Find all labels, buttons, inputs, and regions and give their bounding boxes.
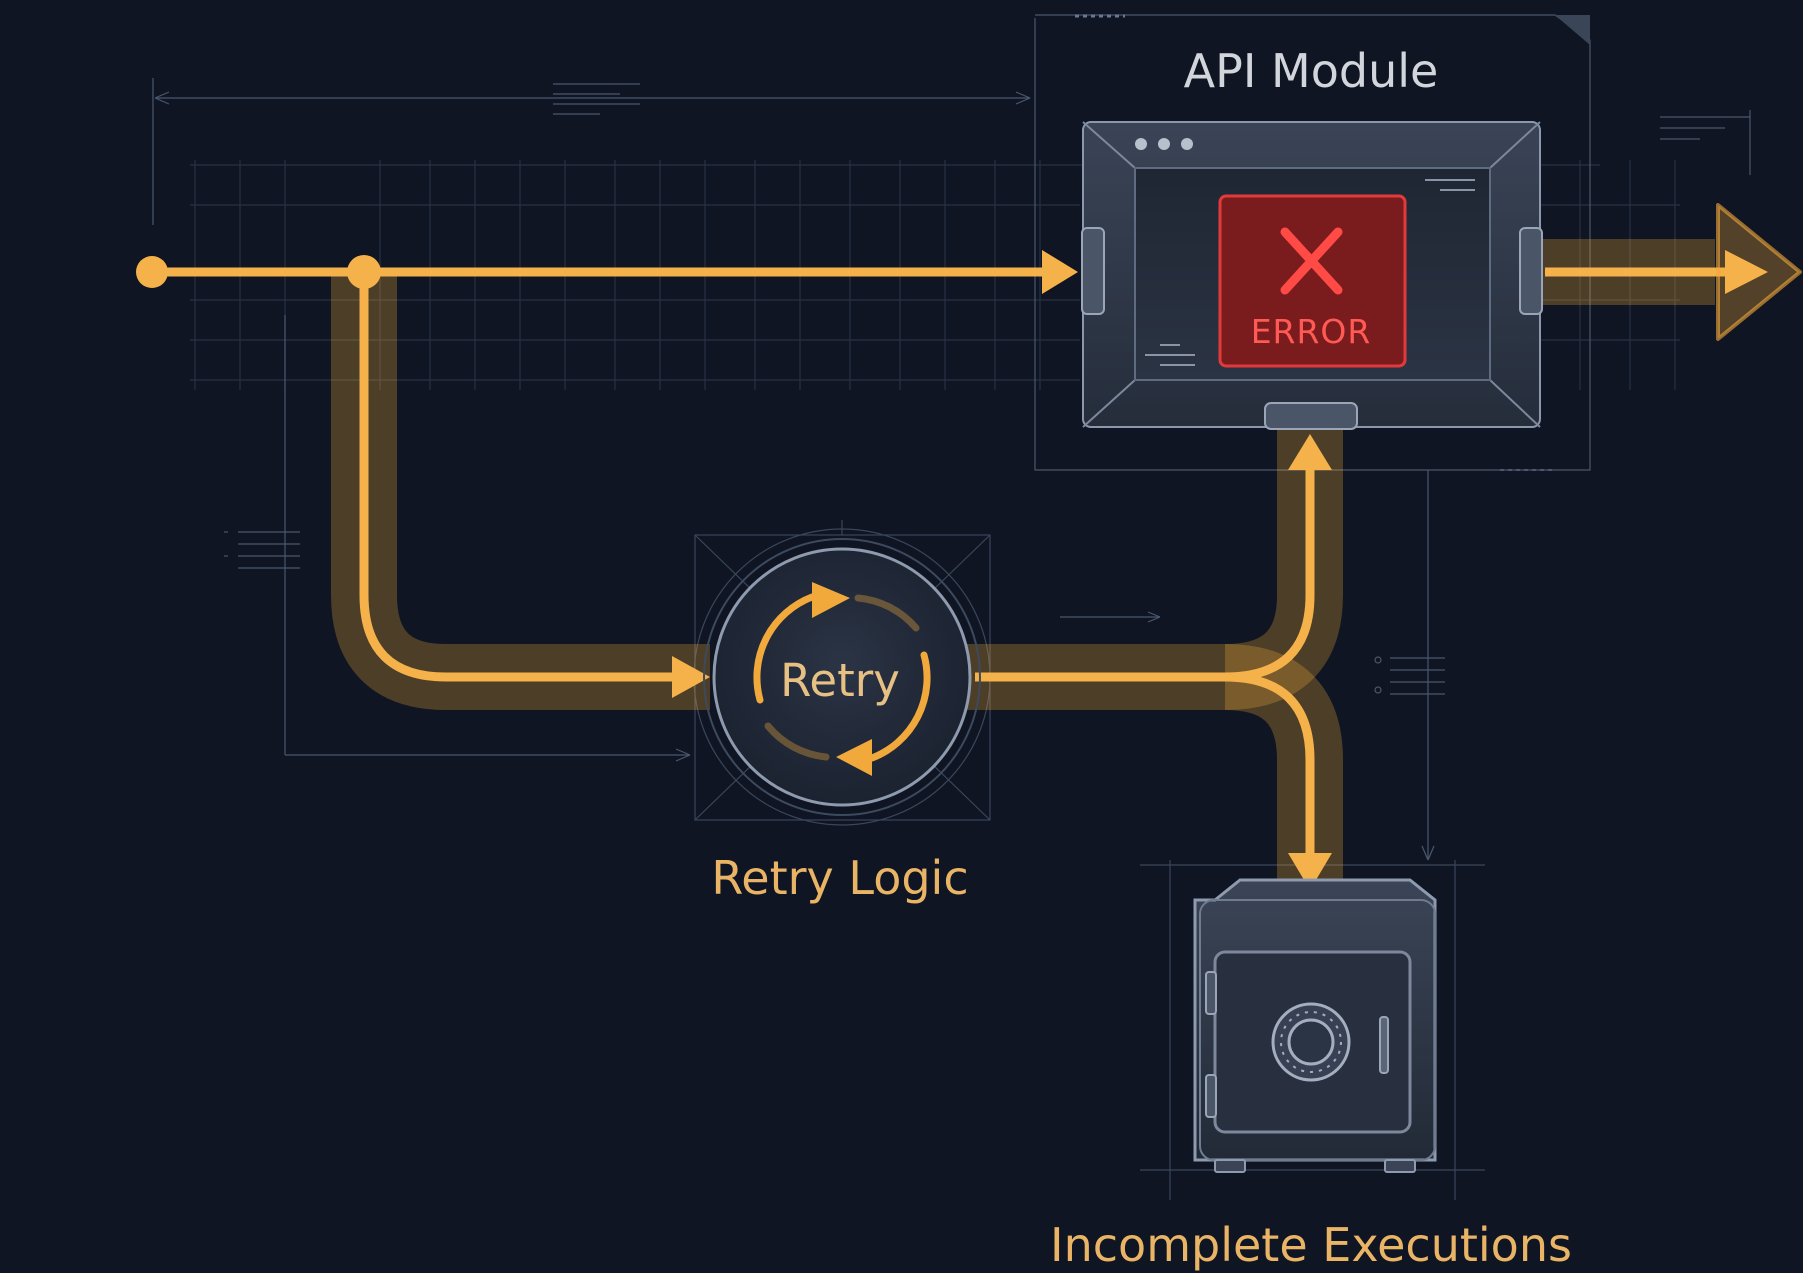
retry-cycle-icon	[753, 593, 931, 762]
retry-node	[703, 538, 981, 816]
window-dots-icon	[1135, 138, 1193, 150]
retry-logic-caption: Retry Logic	[711, 851, 969, 905]
api-module-panel	[1081, 121, 1543, 430]
dial-icon	[1271, 1002, 1351, 1082]
api-module-label: API Module	[1183, 44, 1439, 98]
error-indicator	[1218, 194, 1407, 368]
incomplete-executions-caption: Incomplete Executions	[1050, 1218, 1572, 1272]
safe-vault-icon	[1193, 878, 1437, 1173]
error-label: ERROR	[1250, 312, 1372, 351]
error-x-icon	[1280, 227, 1343, 295]
flow-paths	[20, 203, 1802, 890]
retry-inner-label: Retry	[780, 654, 900, 707]
